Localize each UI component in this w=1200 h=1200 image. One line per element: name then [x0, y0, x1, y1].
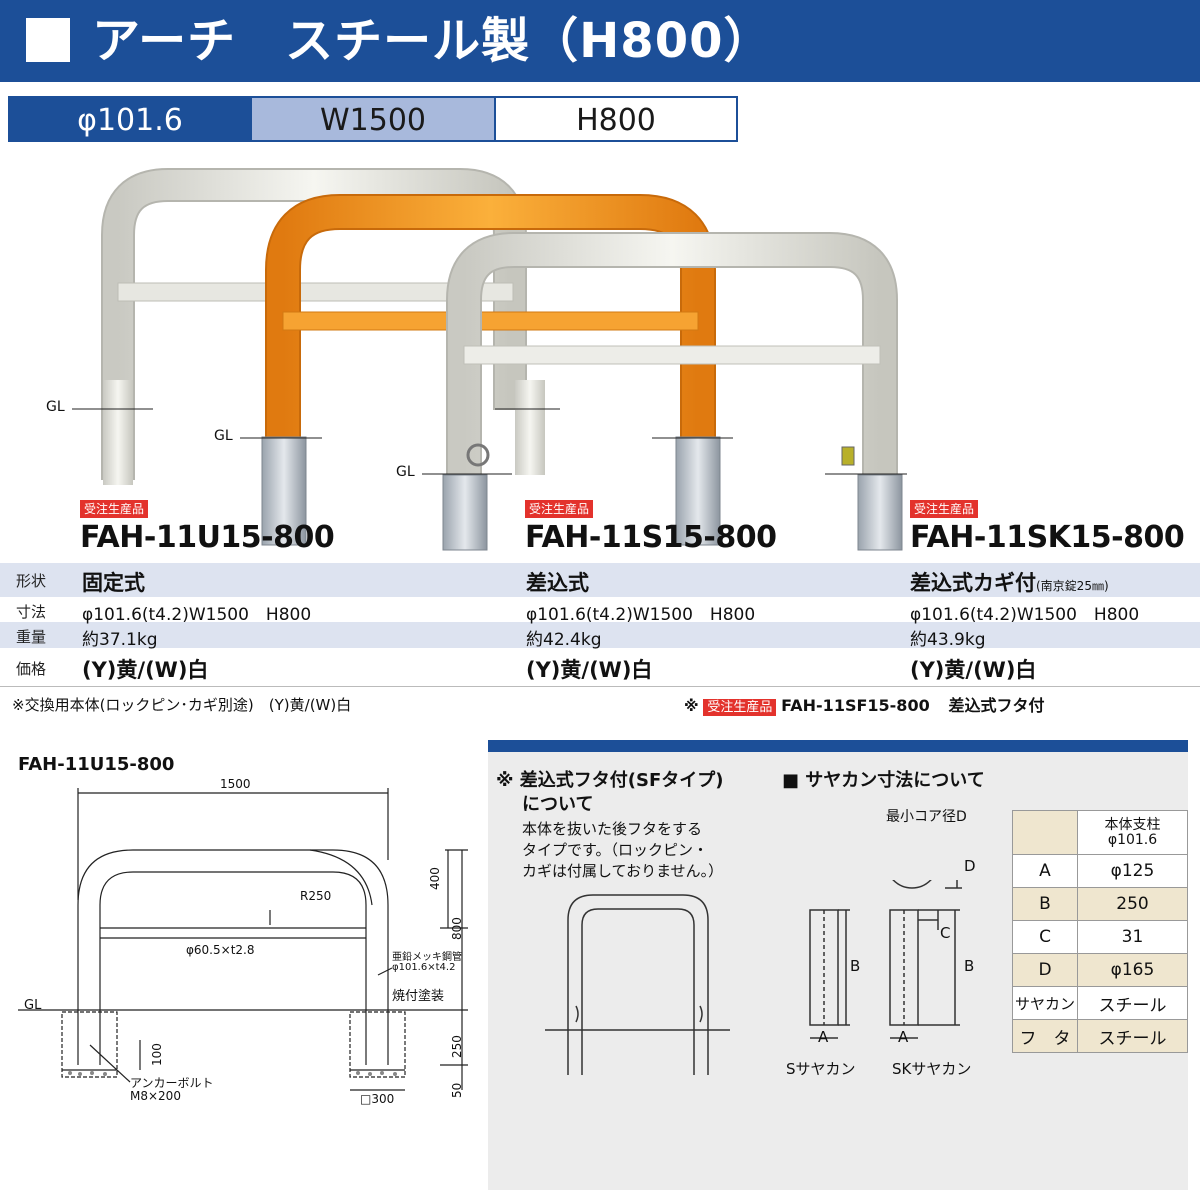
anchor-bolt-spec: M8×200 [130, 1089, 181, 1103]
gl-label-1: GL [46, 399, 65, 415]
row-val-a: φ125 [1077, 854, 1188, 888]
type-fixed: 固定式 [82, 571, 145, 595]
row-weight [0, 622, 1200, 648]
letter-d: D [964, 857, 976, 875]
main-pipe-spec: φ101.6×t4.2 [392, 962, 456, 973]
dimension-drawing [18, 788, 468, 1091]
size-1: φ101.6(t4.2)W1500 H800 [82, 605, 312, 625]
weight-2: 約42.4kg [526, 630, 602, 650]
sf-body-1: 本体を抜いた後フタをする [522, 820, 703, 838]
dim-300: □300 [360, 1092, 395, 1106]
row-price [0, 648, 1200, 687]
row-key-d: D [1012, 953, 1078, 987]
table-header-2: φ101.6 [1107, 831, 1158, 848]
sf-heading-1: ※ 差込式フタ付(SFタイプ) [496, 770, 724, 791]
spec-diameter: φ101.6 [8, 96, 252, 142]
weight-1: 約37.1kg [82, 630, 158, 650]
price-3: (Y)黄/(W)白 [910, 658, 1037, 682]
sf-note-mark: ※ [684, 697, 699, 715]
sf-note: ※ 受注生産品 FAH-11SF15-800 差込式フタ付 [684, 692, 1045, 716]
sf-desc: 差込式フタ付 [948, 696, 1045, 715]
drawing-title: FAH-11U15-800 [18, 754, 175, 775]
letter-c: C [940, 924, 951, 942]
panel-top-bar [488, 740, 1188, 752]
weight-3: 約43.9kg [910, 630, 986, 650]
page-title: アーチ スチール製（H800） [92, 13, 773, 69]
row-key-lid: フ タ [1012, 1019, 1078, 1053]
size-2: φ101.6(t4.2)W1500 H800 [526, 605, 756, 625]
spec-height: H800 [494, 96, 738, 142]
row-size [0, 597, 1200, 622]
model-fah-11s15: FAH-11S15-800 [525, 520, 777, 555]
table-header-1: 本体支柱 [1104, 816, 1161, 833]
type-insert-lock-text: 差込式カギ付 [910, 571, 1036, 595]
type-insert: 差込式 [526, 571, 589, 595]
sf-heading-2: について [522, 794, 594, 815]
row-key-c: C [1012, 920, 1078, 954]
row-val-lid: スチール [1077, 1019, 1188, 1053]
model-fah-11u15: FAH-11U15-800 [80, 520, 335, 555]
model-fah-11sk15: FAH-11SK15-800 [910, 520, 1185, 555]
price-2: (Y)黄/(W)白 [526, 658, 653, 682]
letter-a-sk: A [898, 1028, 909, 1046]
row-val-c: 31 [1077, 920, 1188, 954]
row-key-b: B [1012, 887, 1078, 921]
header-banner: アーチ スチール製（H800） [0, 0, 1200, 82]
product-photo [72, 168, 907, 551]
label-type: 形状 [16, 572, 47, 590]
row-val-b: 250 [1077, 887, 1188, 921]
gl-label-3: GL [396, 464, 415, 480]
dim-800: 800 [450, 917, 464, 940]
letter-a-s: A [818, 1028, 829, 1046]
made-to-order-badge-sf: 受注生産品 [703, 699, 777, 716]
dim-r250: R250 [300, 889, 332, 903]
square-icon [26, 18, 70, 62]
row-key-a: A [1012, 854, 1078, 888]
type-insert-lock: 差込式カギ付(南京錠25㎜) [910, 567, 1109, 597]
replacement-note: ※交換用本体(ロックピン･カギ別途) (Y)黄/(W)白 [12, 696, 352, 714]
row-key-sayakan: サヤカン [1012, 986, 1078, 1020]
white-arch-front [442, 232, 903, 551]
label-price: 価格 [16, 660, 47, 678]
sk-sayakan-label: SKサヤカン [892, 1060, 972, 1078]
sf-model: FAH-11SF15-800 [781, 696, 930, 715]
price-1: (Y)黄/(W)白 [82, 658, 209, 682]
size-3: φ101.6(t4.2)W1500 H800 [910, 605, 1140, 625]
table-corner [1012, 810, 1078, 855]
core-diameter-label: 最小コア径D [886, 809, 967, 825]
type-lock-note: (南京錠25㎜) [1036, 579, 1109, 593]
spec-width: W1500 [252, 96, 494, 142]
letter-b-sk: B [964, 957, 975, 975]
made-to-order-badge-1: 受注生産品 [80, 500, 149, 518]
dim-50: 50 [450, 1082, 464, 1098]
paint-label: 焼付塗装 [392, 989, 445, 1004]
dim-100: 100 [150, 1043, 164, 1066]
row-val-d: φ165 [1077, 953, 1188, 987]
label-size: 寸法 [16, 603, 47, 621]
sf-body-3: カギは付属しておりません。） [522, 862, 724, 880]
main-pipe-label: 亜鉛メッキ鋼管 [392, 952, 462, 963]
s-sayakan-label: Sサヤカン [786, 1060, 856, 1078]
letter-b-s: B [850, 957, 861, 975]
sayakan-heading: ■ サヤカン寸法について [782, 770, 985, 791]
sf-body-2: タイプです。（ロックピン・ [522, 841, 709, 859]
row-type [0, 563, 1200, 597]
row-val-sayakan: スチール [1077, 986, 1188, 1020]
gl-label-2: GL [214, 428, 233, 444]
anchor-bolt-label: アンカーボルト [130, 1076, 214, 1090]
dim-1500: 1500 [220, 777, 251, 791]
made-to-order-badge-3: 受注生産品 [910, 500, 979, 518]
drawing-gl: GL [24, 998, 42, 1013]
label-weight: 重量 [16, 628, 47, 646]
sayakan-drawings [545, 880, 962, 1075]
made-to-order-badge-2: 受注生産品 [525, 500, 594, 518]
cross-pipe-spec: φ60.5×t2.8 [186, 943, 255, 957]
dim-250: 250 [450, 1035, 464, 1058]
dim-400: 400 [428, 867, 442, 890]
